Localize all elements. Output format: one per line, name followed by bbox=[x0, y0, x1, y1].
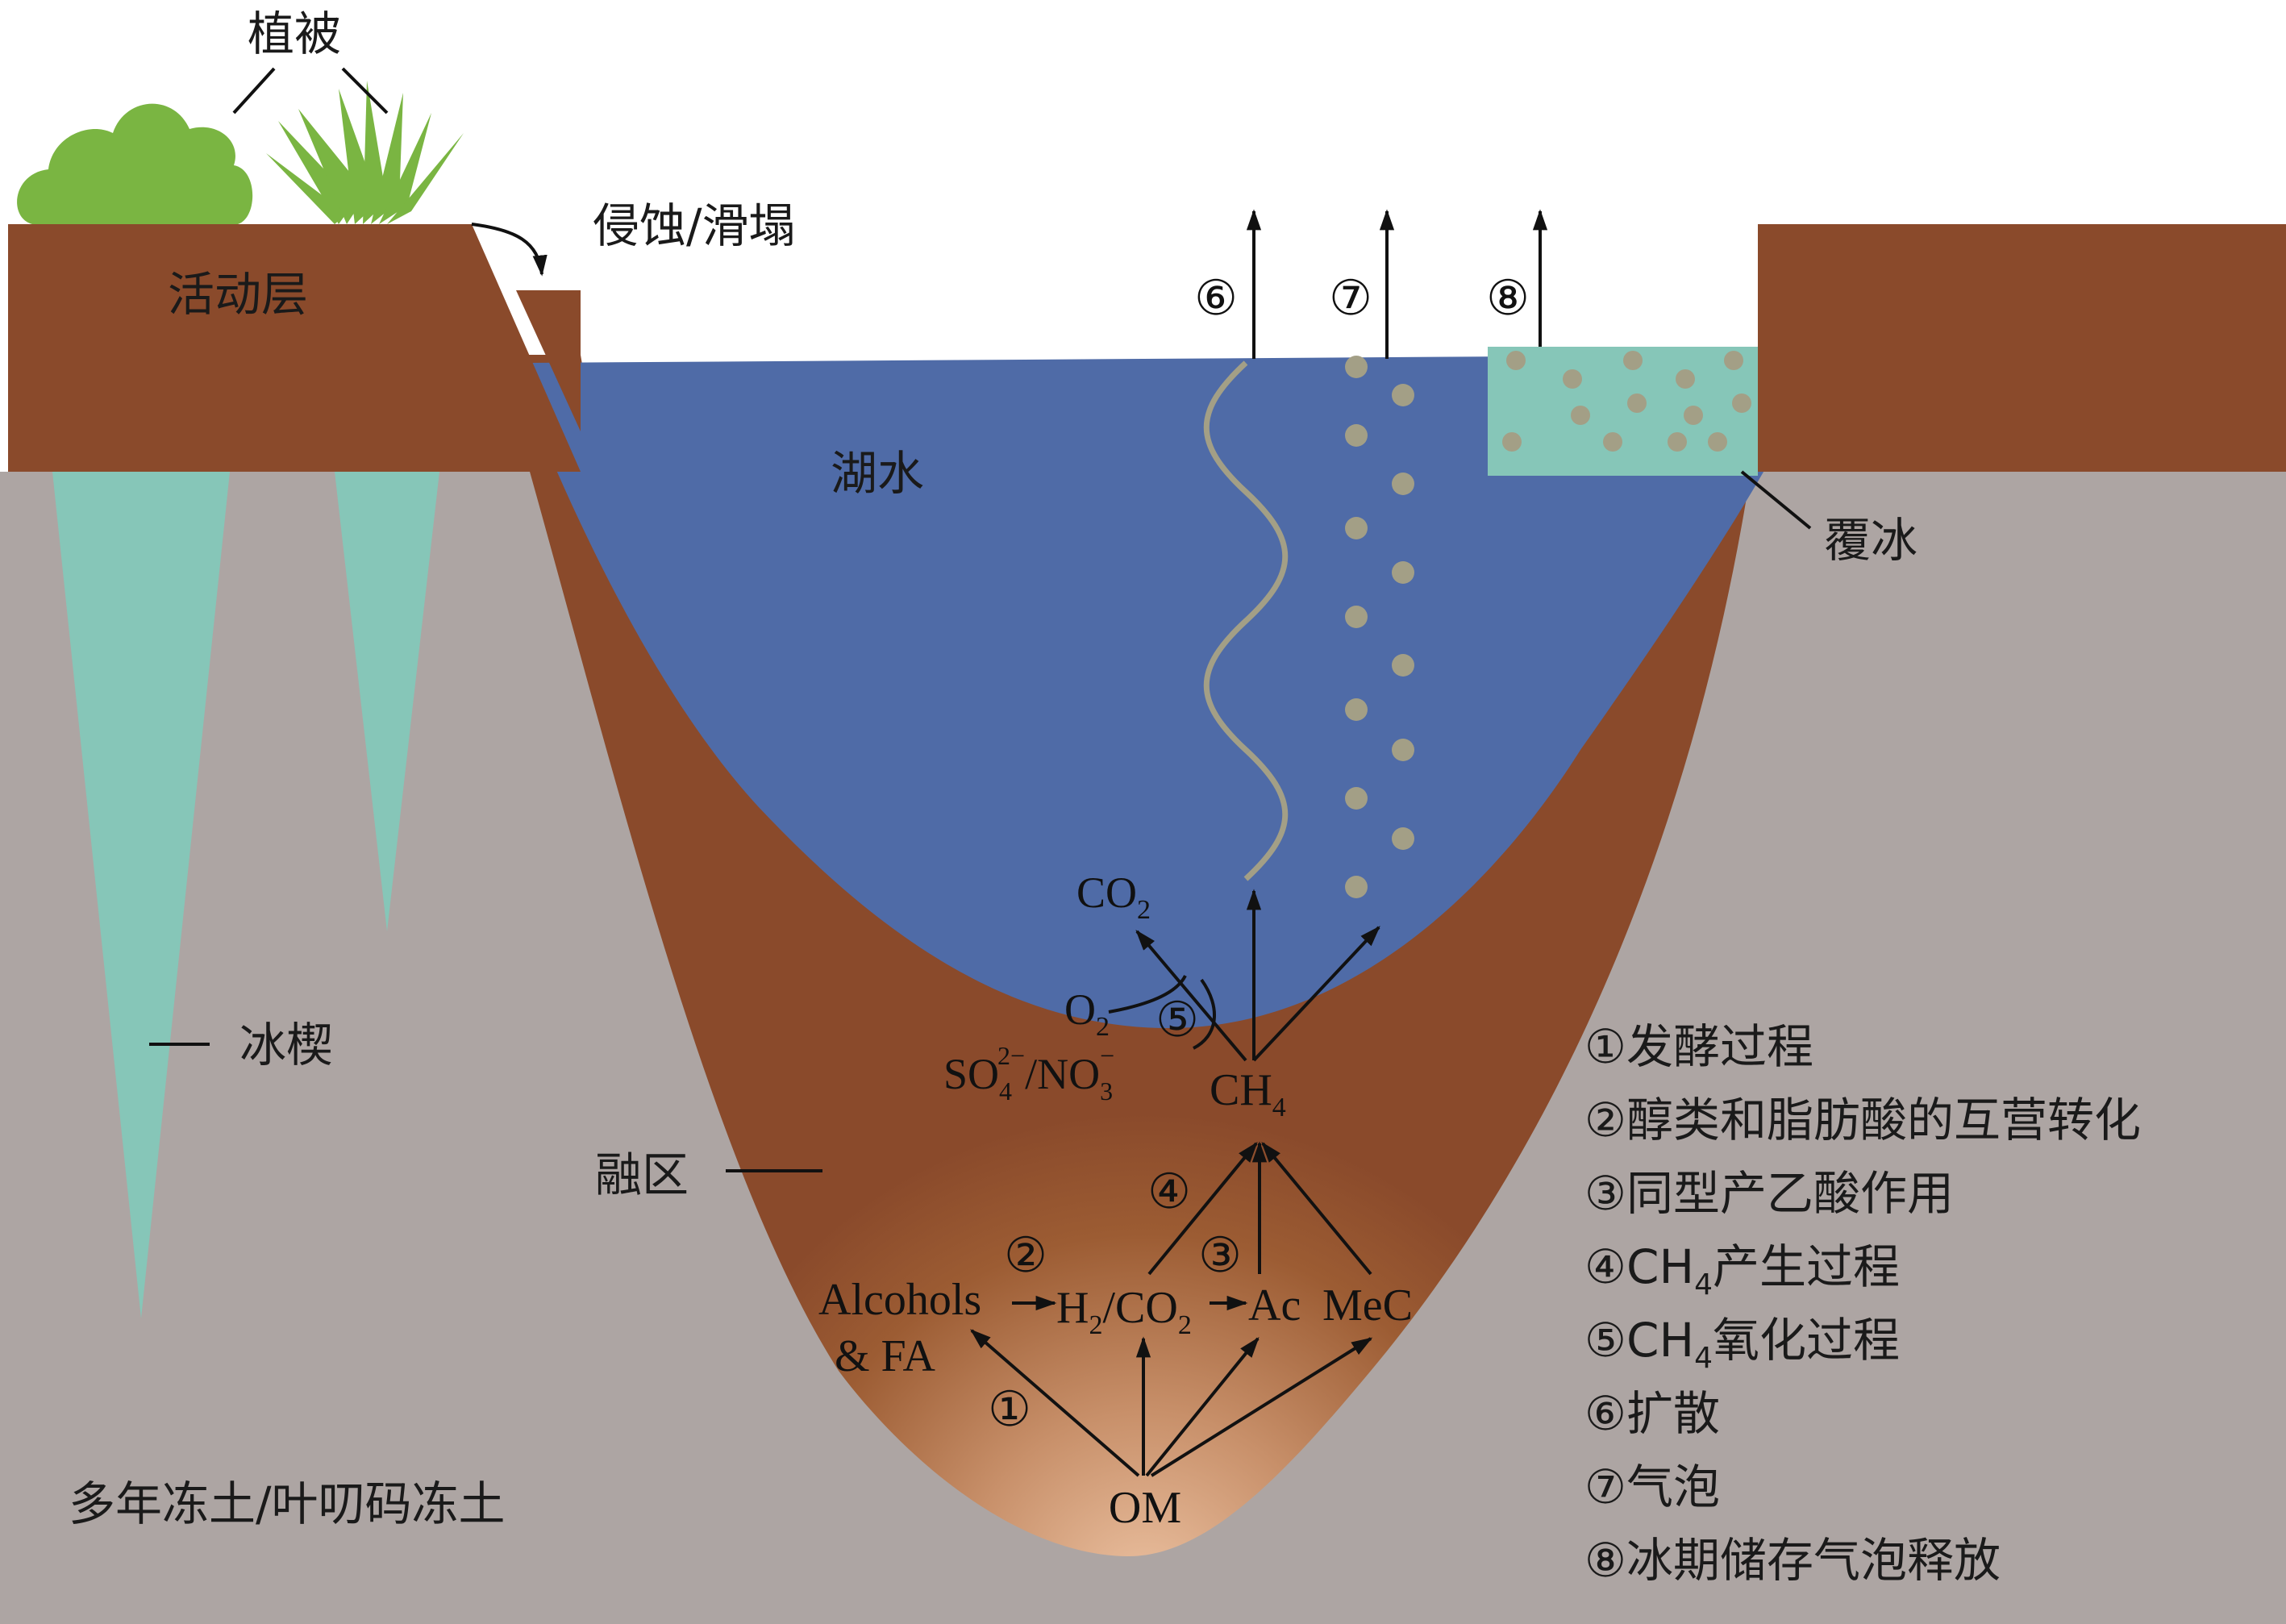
methyl-compounds-label: MeC bbox=[1322, 1280, 1413, 1330]
lake-water bbox=[528, 355, 1766, 1028]
legend-subscript: 4 bbox=[1694, 1342, 1713, 1375]
oxidation-arrows bbox=[1108, 930, 1247, 1062]
h2-co2-label: H2/CO2 bbox=[1056, 1283, 1192, 1340]
legend-text: CH bbox=[1626, 1313, 1694, 1368]
legend-text: CH bbox=[1626, 1239, 1694, 1294]
erosion-label: 侵蚀/滑塌 bbox=[593, 198, 796, 253]
vegetation-label: 植被 bbox=[248, 6, 341, 61]
marker-6: ⑥ bbox=[1194, 272, 1238, 325]
legend-item-6: ⑥扩散 bbox=[1584, 1386, 1720, 1441]
ice-cover-bubbles bbox=[1502, 351, 1751, 452]
marker-2: ② bbox=[1004, 1229, 1047, 1282]
sulfate-nitrate-label: SO42−/NO3− bbox=[943, 1041, 1114, 1106]
co2-label: CO2 bbox=[1076, 868, 1151, 925]
ice-wedge-left bbox=[52, 472, 230, 1318]
legend-number: ⑥ bbox=[1584, 1386, 1626, 1441]
fermentation-arrows bbox=[970, 1329, 1373, 1477]
legend-number: ① bbox=[1584, 1019, 1626, 1074]
ice-cover-leader-line bbox=[1740, 470, 1812, 530]
shrub-icon bbox=[17, 103, 253, 224]
ebullition-bubbles bbox=[1345, 356, 1414, 898]
legend-text: 扩散 bbox=[1626, 1386, 1720, 1441]
legend-item-7: ⑦气泡 bbox=[1584, 1460, 1720, 1514]
marker-1: ① bbox=[988, 1383, 1031, 1436]
legend-number: ④ bbox=[1584, 1239, 1626, 1294]
legend-text: 发酵过程 bbox=[1626, 1019, 1813, 1074]
marker-3: ③ bbox=[1198, 1229, 1242, 1282]
marker-5: ⑤ bbox=[1155, 993, 1199, 1047]
talik-label: 融区 bbox=[595, 1147, 689, 1202]
active-layer-label: 活动层 bbox=[168, 267, 308, 322]
legend-item-4: ④CH4产生过程 bbox=[1584, 1239, 1900, 1301]
legend-rest: 氧化过程 bbox=[1713, 1313, 1900, 1368]
legend-text: 气泡 bbox=[1626, 1460, 1720, 1514]
active-layer-left bbox=[8, 224, 581, 472]
marker-8: ⑧ bbox=[1486, 272, 1530, 325]
marker-4: ④ bbox=[1147, 1165, 1191, 1218]
methanogenesis-arrows bbox=[1147, 1141, 1372, 1276]
legend-item-3: ③同型产乙酸作用 bbox=[1584, 1166, 1954, 1221]
slump-block bbox=[516, 290, 581, 431]
legend-number: ⑦ bbox=[1584, 1460, 1626, 1514]
permafrost-label: 多年冻土/叶叨码冻土 bbox=[69, 1476, 506, 1531]
legend-text: 冰期储存气泡释放 bbox=[1626, 1533, 2001, 1588]
marker-7: ⑦ bbox=[1329, 272, 1372, 325]
ice-wedge-right bbox=[335, 472, 439, 931]
legend-text: 同型产乙酸作用 bbox=[1626, 1166, 1954, 1221]
erosion-arrow-icon bbox=[471, 223, 548, 277]
process-legend: ①发酵过程②醇类和脂肪酸的互营转化③同型产乙酸作用④CH4产生过程⑤CH4氧化过… bbox=[1584, 1019, 2141, 1588]
methane-arrows bbox=[1246, 889, 1380, 1062]
organic-matter-label: OM bbox=[1109, 1483, 1181, 1533]
o2-label: O2 bbox=[1064, 985, 1110, 1042]
legend-number: ② bbox=[1584, 1093, 1626, 1147]
acetate-label: Ac bbox=[1248, 1280, 1301, 1330]
legend-number: ⑤ bbox=[1584, 1313, 1626, 1368]
ice-cover-label: 覆冰 bbox=[1824, 513, 1917, 568]
lake-water-label: 湖水 bbox=[831, 446, 924, 501]
active-layer-right bbox=[1758, 224, 2286, 472]
legend-subscript: 4 bbox=[1694, 1268, 1713, 1301]
legend-item-2: ②醇类和脂肪酸的互营转化 bbox=[1584, 1093, 2141, 1147]
ice-wedge-label: 冰楔 bbox=[239, 1018, 333, 1072]
legend-text: 醇类和脂肪酸的互营转化 bbox=[1626, 1093, 2141, 1147]
fatty-acids-label: & FA bbox=[835, 1331, 936, 1381]
emission-arrows bbox=[1246, 209, 1548, 359]
ice-cover bbox=[1488, 347, 1758, 476]
legend-item-5: ⑤CH4氧化过程 bbox=[1584, 1313, 1900, 1375]
legend-item-8: ⑧冰期储存气泡释放 bbox=[1584, 1533, 2001, 1588]
legend-number: ③ bbox=[1584, 1166, 1626, 1221]
legend-rest: 产生过程 bbox=[1713, 1239, 1900, 1294]
grass-icon bbox=[266, 81, 464, 224]
legend-number: ⑧ bbox=[1584, 1533, 1626, 1588]
alcohols-label: Alcohols bbox=[818, 1275, 981, 1325]
vegetation-leader-lines bbox=[232, 67, 389, 115]
diffusion-path bbox=[1203, 360, 1289, 881]
ch4-label: CH4 bbox=[1210, 1065, 1286, 1122]
legend-item-1: ①发酵过程 bbox=[1584, 1019, 1813, 1074]
